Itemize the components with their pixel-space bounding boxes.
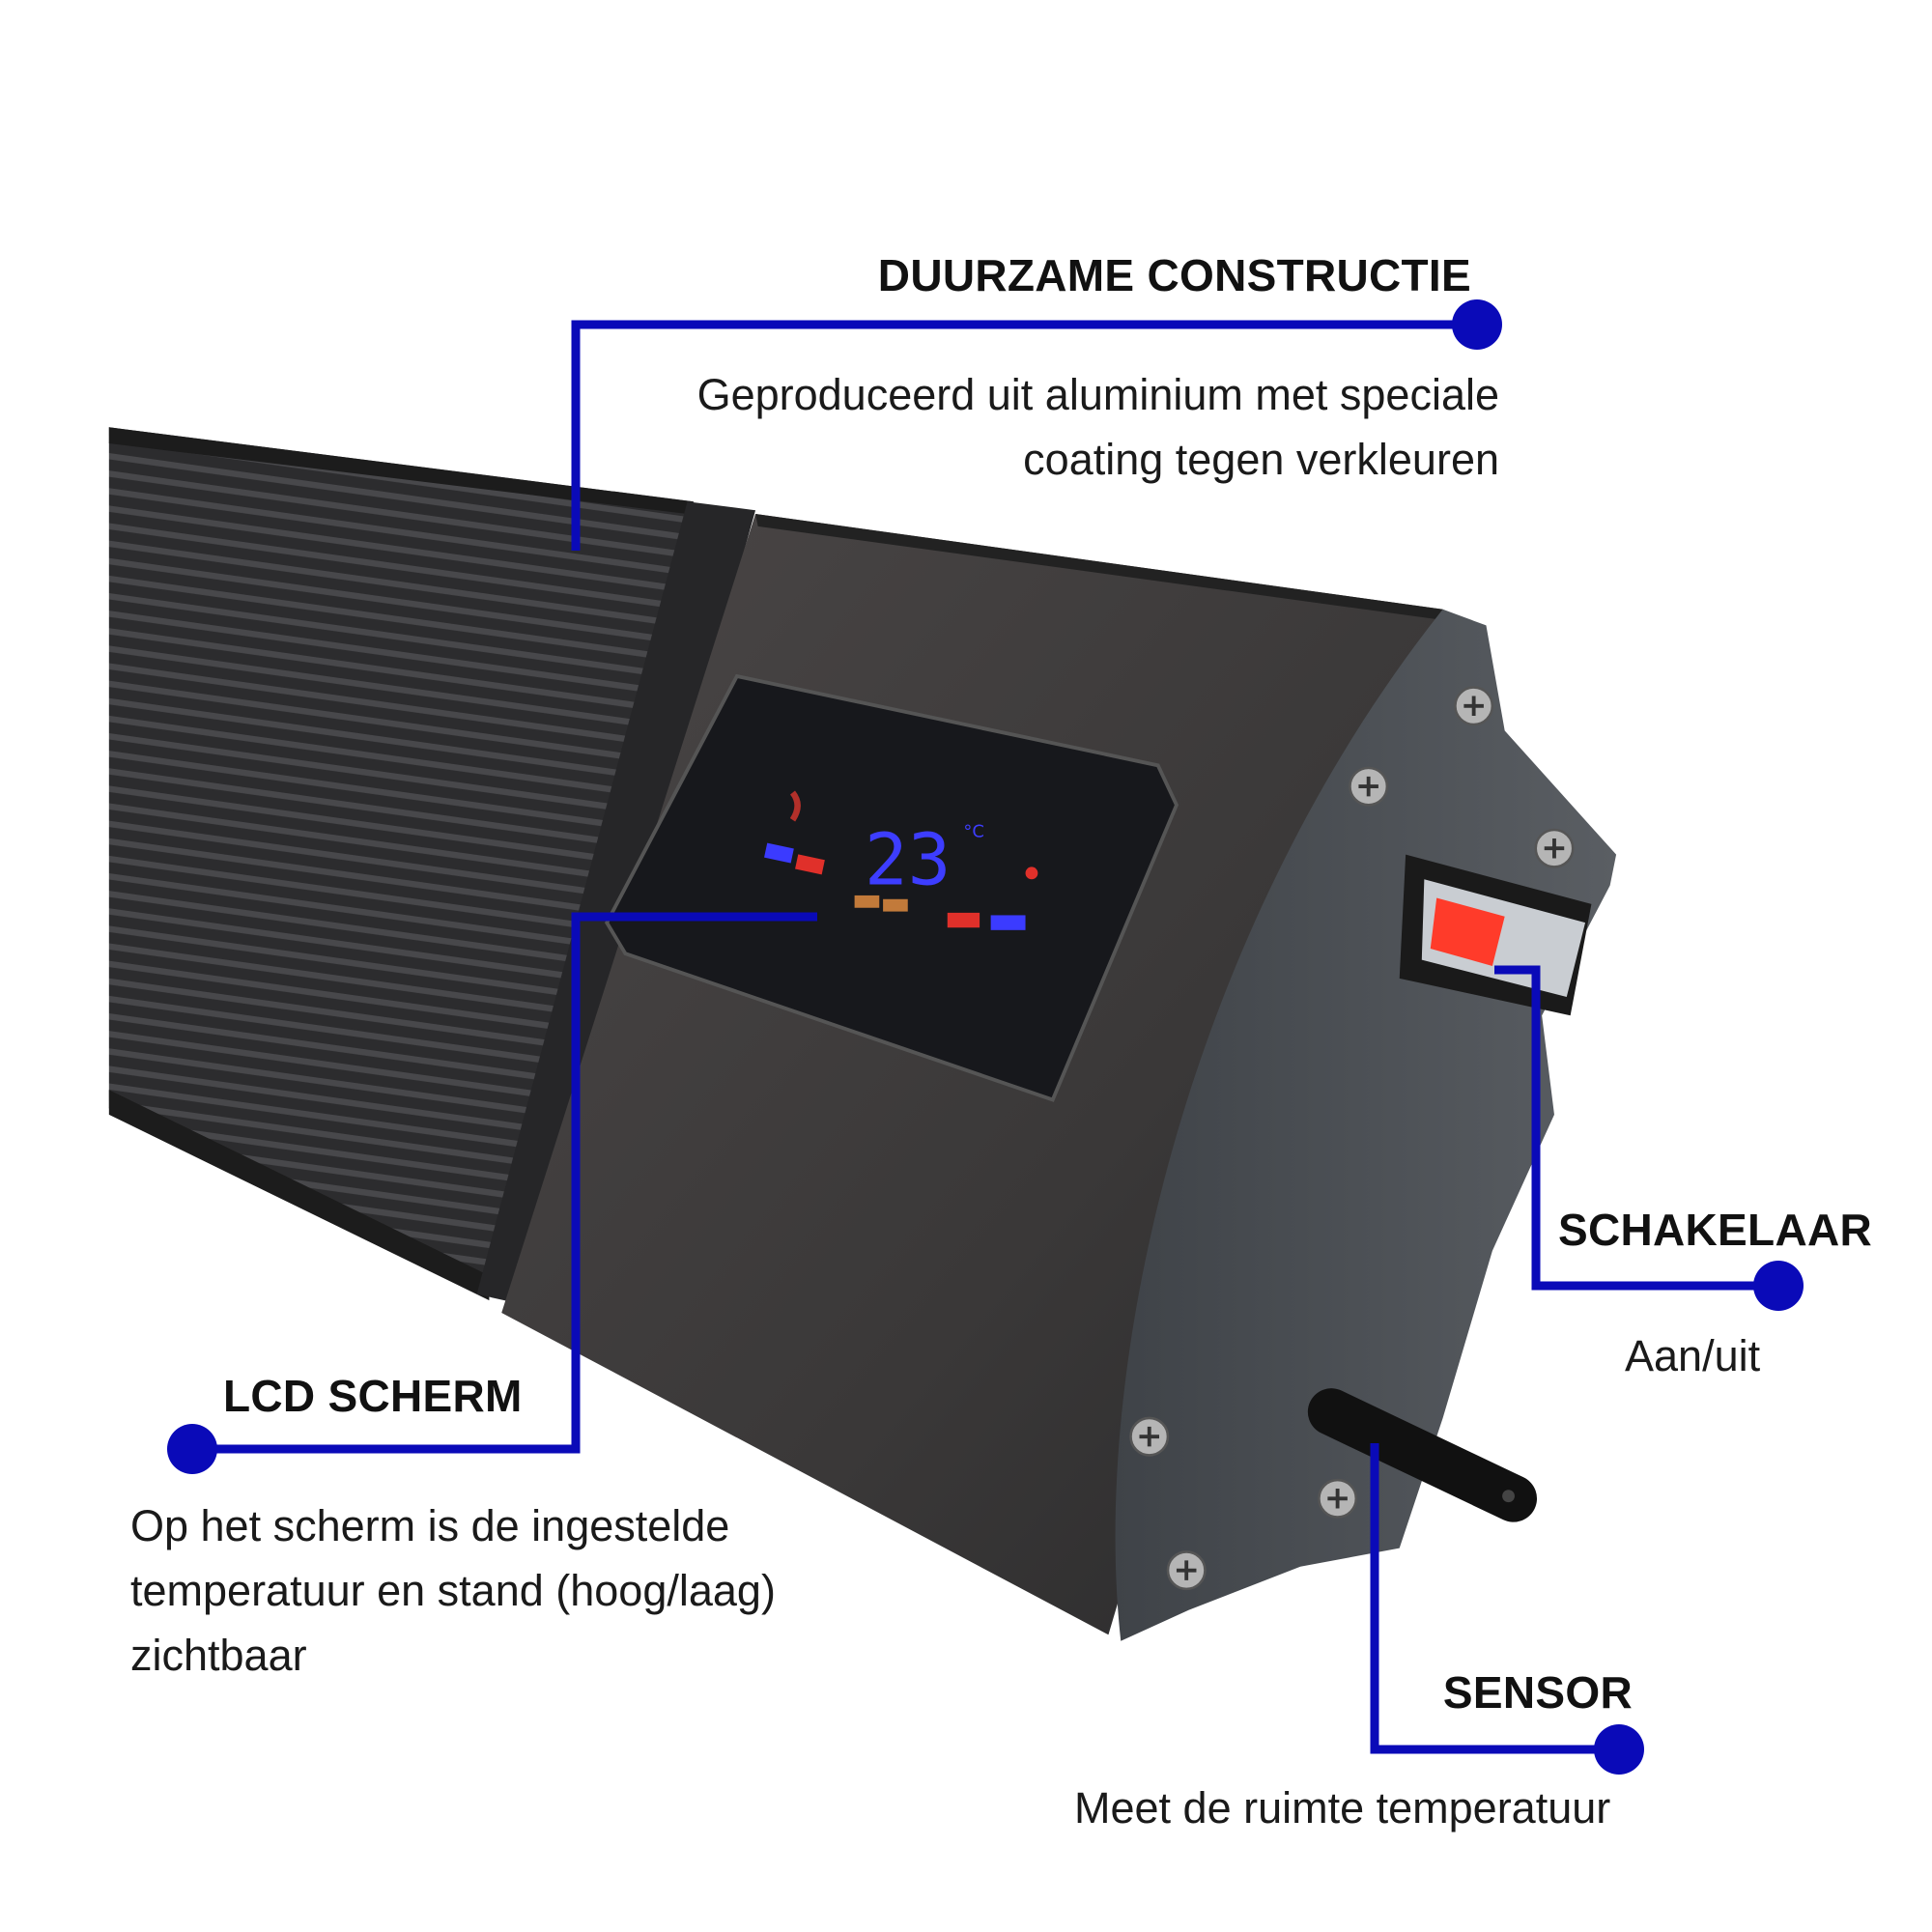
sensor-description: Meet de ruimte temperatuur bbox=[1074, 1776, 1610, 1840]
level-bar bbox=[990, 915, 1026, 930]
lcd-leader-line bbox=[192, 912, 817, 1454]
construction-title: DUURZAME CONSTRUCTIE bbox=[877, 250, 1471, 300]
indicator-dot bbox=[1025, 867, 1038, 880]
heat-icon bbox=[789, 790, 801, 822]
screw-icon bbox=[1318, 1478, 1358, 1519]
description-line: Aan/uit bbox=[1625, 1331, 1761, 1380]
temperature-readout: 23 bbox=[865, 817, 952, 901]
description-line: Op het scherm is de ingestelde bbox=[130, 1501, 730, 1550]
switch-dot bbox=[1753, 1261, 1804, 1311]
ribbed-panel bbox=[108, 427, 694, 1301]
screw-icon bbox=[1534, 828, 1575, 868]
sensor-title: SENSOR bbox=[1442, 1667, 1633, 1718]
temperature-sensor bbox=[1307, 1388, 1538, 1522]
description-line: zichtbaar bbox=[130, 1631, 307, 1680]
construction-dot bbox=[1452, 299, 1502, 350]
description-line: Meet de ruimte temperatuur bbox=[1074, 1783, 1611, 1833]
end-cap bbox=[1115, 609, 1617, 1641]
level-bar bbox=[947, 912, 980, 928]
temperature-unit: °C bbox=[963, 822, 984, 842]
level-bar bbox=[764, 842, 794, 864]
lcd-title: LCD SCHERM bbox=[223, 1371, 523, 1421]
description-line: Geproduceerd uit aluminium met speciale bbox=[696, 370, 1499, 419]
screw-icon bbox=[1349, 766, 1389, 807]
switch-leader-line bbox=[1494, 965, 1778, 1291]
level-bar bbox=[854, 895, 880, 908]
screw-icon bbox=[1166, 1550, 1207, 1591]
screw-icon bbox=[1129, 1416, 1170, 1457]
description-line: temperatuur en stand (hoog/laag) bbox=[130, 1566, 776, 1615]
screw-icon bbox=[1454, 686, 1494, 726]
construction-leader-line bbox=[571, 320, 1477, 551]
construction-description: Geproduceerd uit aluminium met speciale … bbox=[697, 362, 1499, 492]
level-bar bbox=[883, 898, 908, 912]
lcd-dot bbox=[167, 1424, 217, 1474]
lcd-description: Op het scherm is de ingestelde temperatu… bbox=[130, 1493, 776, 1688]
switch-title: SCHAKELAAR bbox=[1558, 1205, 1872, 1255]
lcd-screen: 23 °C bbox=[604, 673, 1179, 1102]
level-bar bbox=[795, 854, 825, 875]
sensor-leader-line bbox=[1370, 1443, 1619, 1754]
switch-description: Aan/uit bbox=[1625, 1323, 1760, 1388]
description-line: coating tegen verkleuren bbox=[1023, 435, 1499, 484]
sensor-dot bbox=[1594, 1724, 1644, 1775]
screws bbox=[1129, 686, 1575, 1591]
power-switch[interactable] bbox=[1399, 854, 1592, 1016]
